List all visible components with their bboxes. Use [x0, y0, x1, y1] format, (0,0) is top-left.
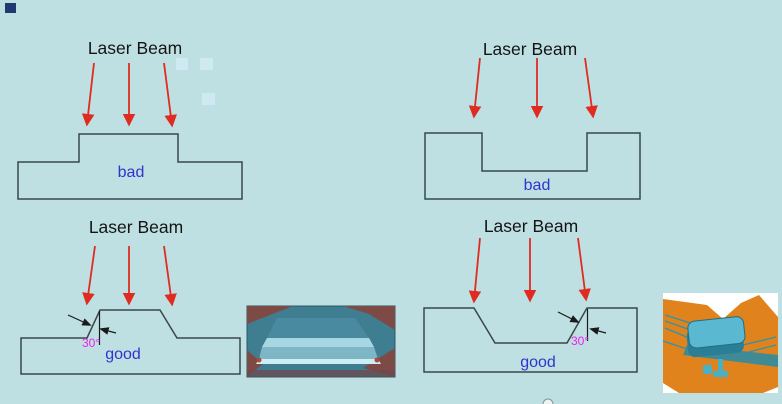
boss-front-face: [259, 347, 378, 359]
teal-boss-box: [686, 316, 746, 358]
boss-bottom-highlight: [256, 359, 381, 364]
laser-arrow: [468, 237, 482, 304]
angle-pointer-arrow: [99, 327, 117, 335]
cad-part-3d-render-image: [662, 293, 778, 393]
glyph: [718, 359, 723, 371]
boss-top-face: [687, 316, 746, 349]
laser-beam-arrows: [468, 237, 591, 304]
panel-top-right: Laser Beam bad: [424, 39, 641, 200]
panel-bottom-left: Laser Beam 30° good: [20, 217, 241, 375]
cross-section-pocket-sloped-walls: [423, 307, 638, 373]
boss-top-face: [267, 318, 369, 338]
bottom-shade-strip: [247, 370, 395, 377]
draft-angle-label: 30°: [82, 336, 100, 350]
verdict-label: bad: [524, 177, 551, 194]
faint-square: [176, 58, 188, 70]
glyph: [703, 365, 712, 374]
render-boss-faces: [256, 318, 381, 364]
verdict-label: good: [520, 354, 556, 371]
corner-navy-square: [5, 3, 16, 13]
angle-pointer-arrow: [67, 314, 92, 326]
faint-square: [200, 58, 213, 70]
laser-beam-arrows: [82, 245, 177, 307]
laser-beam-title: Laser Beam: [89, 217, 183, 237]
panel-top-left: Laser Beam bad: [17, 38, 243, 200]
laser-beam-title: Laser Beam: [484, 216, 578, 236]
angle-pointer-arrow: [557, 311, 580, 323]
corner-dot: [256, 357, 262, 363]
pocket-3d-render-image: [246, 305, 396, 378]
laser-beam-arrows: [81, 62, 177, 128]
laser-arrow: [163, 245, 177, 307]
laser-arrow: [163, 62, 177, 128]
laser-arrow: [82, 245, 96, 306]
boss-bevel-highlight: [262, 338, 374, 347]
faint-square: [202, 93, 215, 105]
teal-detail-glyphs: [703, 359, 728, 377]
corner-dot: [374, 357, 380, 363]
faint-watermark-squares: [176, 58, 215, 105]
bottom-edge-circle-decoration: [542, 398, 554, 404]
verdict-label: good: [105, 346, 141, 363]
stripe: [742, 336, 777, 346]
laser-arrow: [577, 237, 591, 302]
cross-section-raised-boss-sloped-walls: [20, 309, 241, 375]
corner-wedge: [247, 306, 293, 324]
laser-beam-title: Laser Beam: [483, 39, 577, 59]
laser-beam-arrows: [468, 57, 598, 119]
laser-arrow: [584, 57, 598, 119]
angle-pointer-arrow: [589, 327, 607, 335]
laser-arrow: [468, 57, 482, 119]
panel-bottom-right: Laser Beam 30° good: [423, 216, 638, 373]
verdict-label: bad: [118, 164, 145, 181]
corner-wedge: [343, 306, 395, 330]
cross-section-raised-boss-vertical-walls: [17, 133, 243, 200]
laser-beam-title: Laser Beam: [88, 38, 182, 58]
glyph: [713, 371, 728, 377]
draft-angle-label: 30°: [571, 334, 589, 348]
cross-section-pocket-vertical-walls: [424, 132, 641, 200]
laser-arrow: [81, 62, 95, 127]
stripe: [744, 344, 777, 354]
render-corner-shading: [247, 306, 395, 377]
